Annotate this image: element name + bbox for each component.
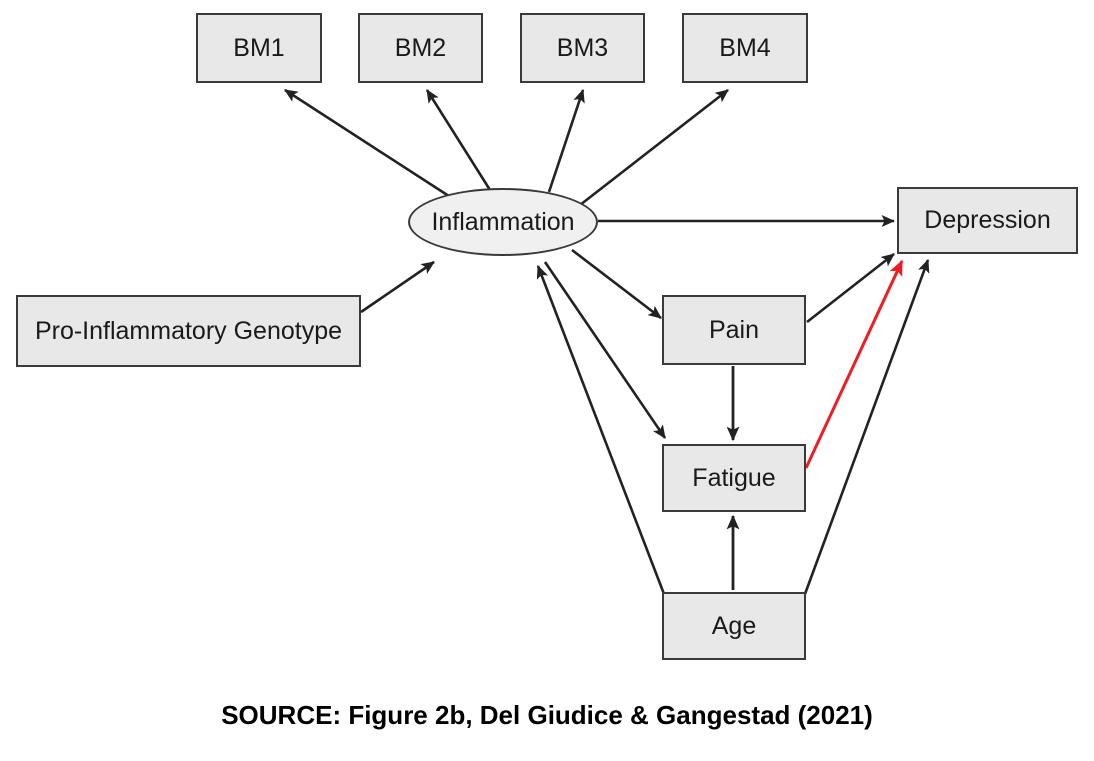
node-depression-label: Depression	[924, 206, 1051, 234]
node-pain-label: Pain	[708, 315, 760, 344]
node-age-label: Age	[711, 611, 757, 640]
node-bm4[interactable]: BM4	[682, 13, 808, 83]
node-bm2[interactable]: BM2	[358, 13, 483, 83]
node-depression[interactable]: Depression	[897, 187, 1078, 254]
node-bm4-label: BM4	[719, 33, 771, 62]
node-bm2-label: BM2	[394, 33, 447, 62]
edge-age-to-inflammation	[536, 264, 666, 595]
edge-inflammation-to-bm1	[284, 88, 456, 202]
edge-fatigue-to-depression	[804, 259, 904, 469]
edge-inflammation-to-bm4	[579, 88, 729, 207]
edge-age-to-depression	[803, 258, 930, 595]
node-bm3-label: BM3	[556, 33, 609, 62]
edge-inflammation-to-bm3	[547, 88, 585, 193]
edge-inflammation-to-fatigue	[543, 261, 667, 439]
node-fatigue-label: Fatigue	[692, 463, 776, 492]
figure-caption: SOURCE: Figure 2b, Del Giudice & Gangest…	[221, 700, 873, 730]
edge-inflammation-to-pain	[571, 248, 662, 320]
edge-pain-to-depression	[806, 252, 895, 324]
node-fatigue[interactable]: Fatigue	[662, 444, 806, 512]
edge-inflammation-to-bm2	[425, 89, 492, 191]
node-inflammation-label: Inflammation	[431, 207, 575, 236]
node-bm3[interactable]: BM3	[520, 13, 645, 83]
node-bm1[interactable]: BM1	[196, 13, 322, 83]
node-genotype-label: Pro-Inflammatory Genotype	[34, 316, 343, 345]
node-inflammation[interactable]: Inflammation	[408, 188, 598, 256]
node-pain[interactable]: Pain	[662, 295, 806, 365]
edge-genotype-to-inflammation	[360, 260, 435, 314]
node-bm1-label: BM1	[233, 33, 285, 62]
node-genotype[interactable]: Pro-Inflammatory Genotype	[16, 295, 361, 367]
node-age[interactable]: Age	[662, 592, 806, 660]
